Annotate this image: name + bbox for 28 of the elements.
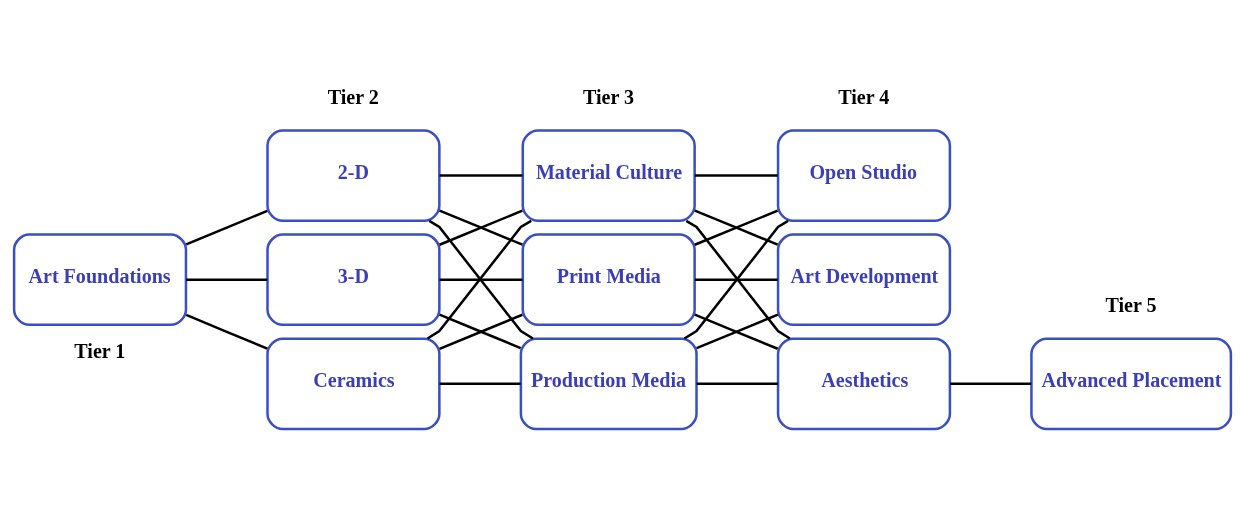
connector: [696, 382, 778, 386]
node-box: 2-D: [266, 129, 441, 222]
connector: [185, 209, 268, 246]
connector: [950, 382, 1032, 386]
node-box: Aesthetics: [776, 337, 952, 431]
connector: [439, 174, 523, 177]
node-box: Production Media: [519, 337, 698, 431]
label: Tier 5: [1105, 294, 1157, 317]
label: Tier 3: [582, 85, 635, 108]
connector: [694, 174, 778, 177]
connector: [186, 278, 268, 281]
node-box: Print Media: [521, 233, 696, 327]
label: Tier 1: [74, 340, 126, 363]
label: Tier 4: [838, 85, 890, 108]
node-box: Open Studio: [776, 129, 952, 222]
connector: [439, 278, 523, 281]
node-box: Art Development: [776, 233, 952, 327]
node-box: Material Culture: [521, 129, 696, 222]
node-box: Ceramics: [266, 337, 441, 431]
connector: [694, 278, 778, 281]
connector: [439, 382, 521, 386]
connector: [185, 313, 268, 350]
node-box: Advanced Placement: [1030, 337, 1233, 431]
node-box: 3-D: [266, 233, 441, 327]
connector: [694, 209, 779, 246]
node-box: Art Foundations: [12, 233, 188, 327]
label: Tier 2: [327, 85, 379, 108]
connector: [439, 209, 523, 246]
